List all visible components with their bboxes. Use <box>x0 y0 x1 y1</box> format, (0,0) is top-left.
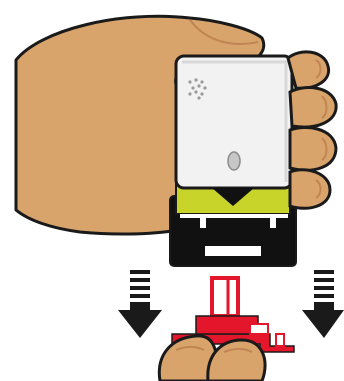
arrow-down-icon <box>118 270 162 338</box>
device-icon <box>170 56 296 266</box>
fingers-icon <box>159 336 265 381</box>
arrow-down-icon <box>302 270 344 338</box>
fingers-icon <box>288 52 336 208</box>
